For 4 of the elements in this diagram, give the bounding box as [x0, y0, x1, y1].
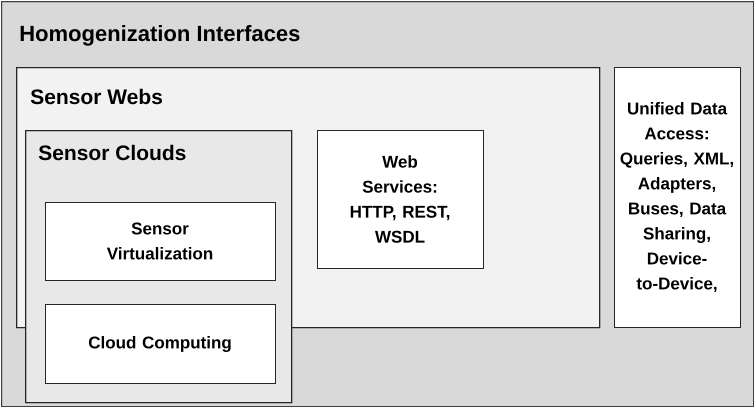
- text-box: Sensor Virtualization: [45, 202, 276, 281]
- text-box: Cloud Computing: [45, 304, 276, 384]
- text-box: Unified Data Access: Queries, XML, Adapters, Buses, Data Sharing, Device-to-Device,: [614, 67, 741, 328]
- text-box: Web Services: HTTP, REST, WSDL: [317, 130, 484, 269]
